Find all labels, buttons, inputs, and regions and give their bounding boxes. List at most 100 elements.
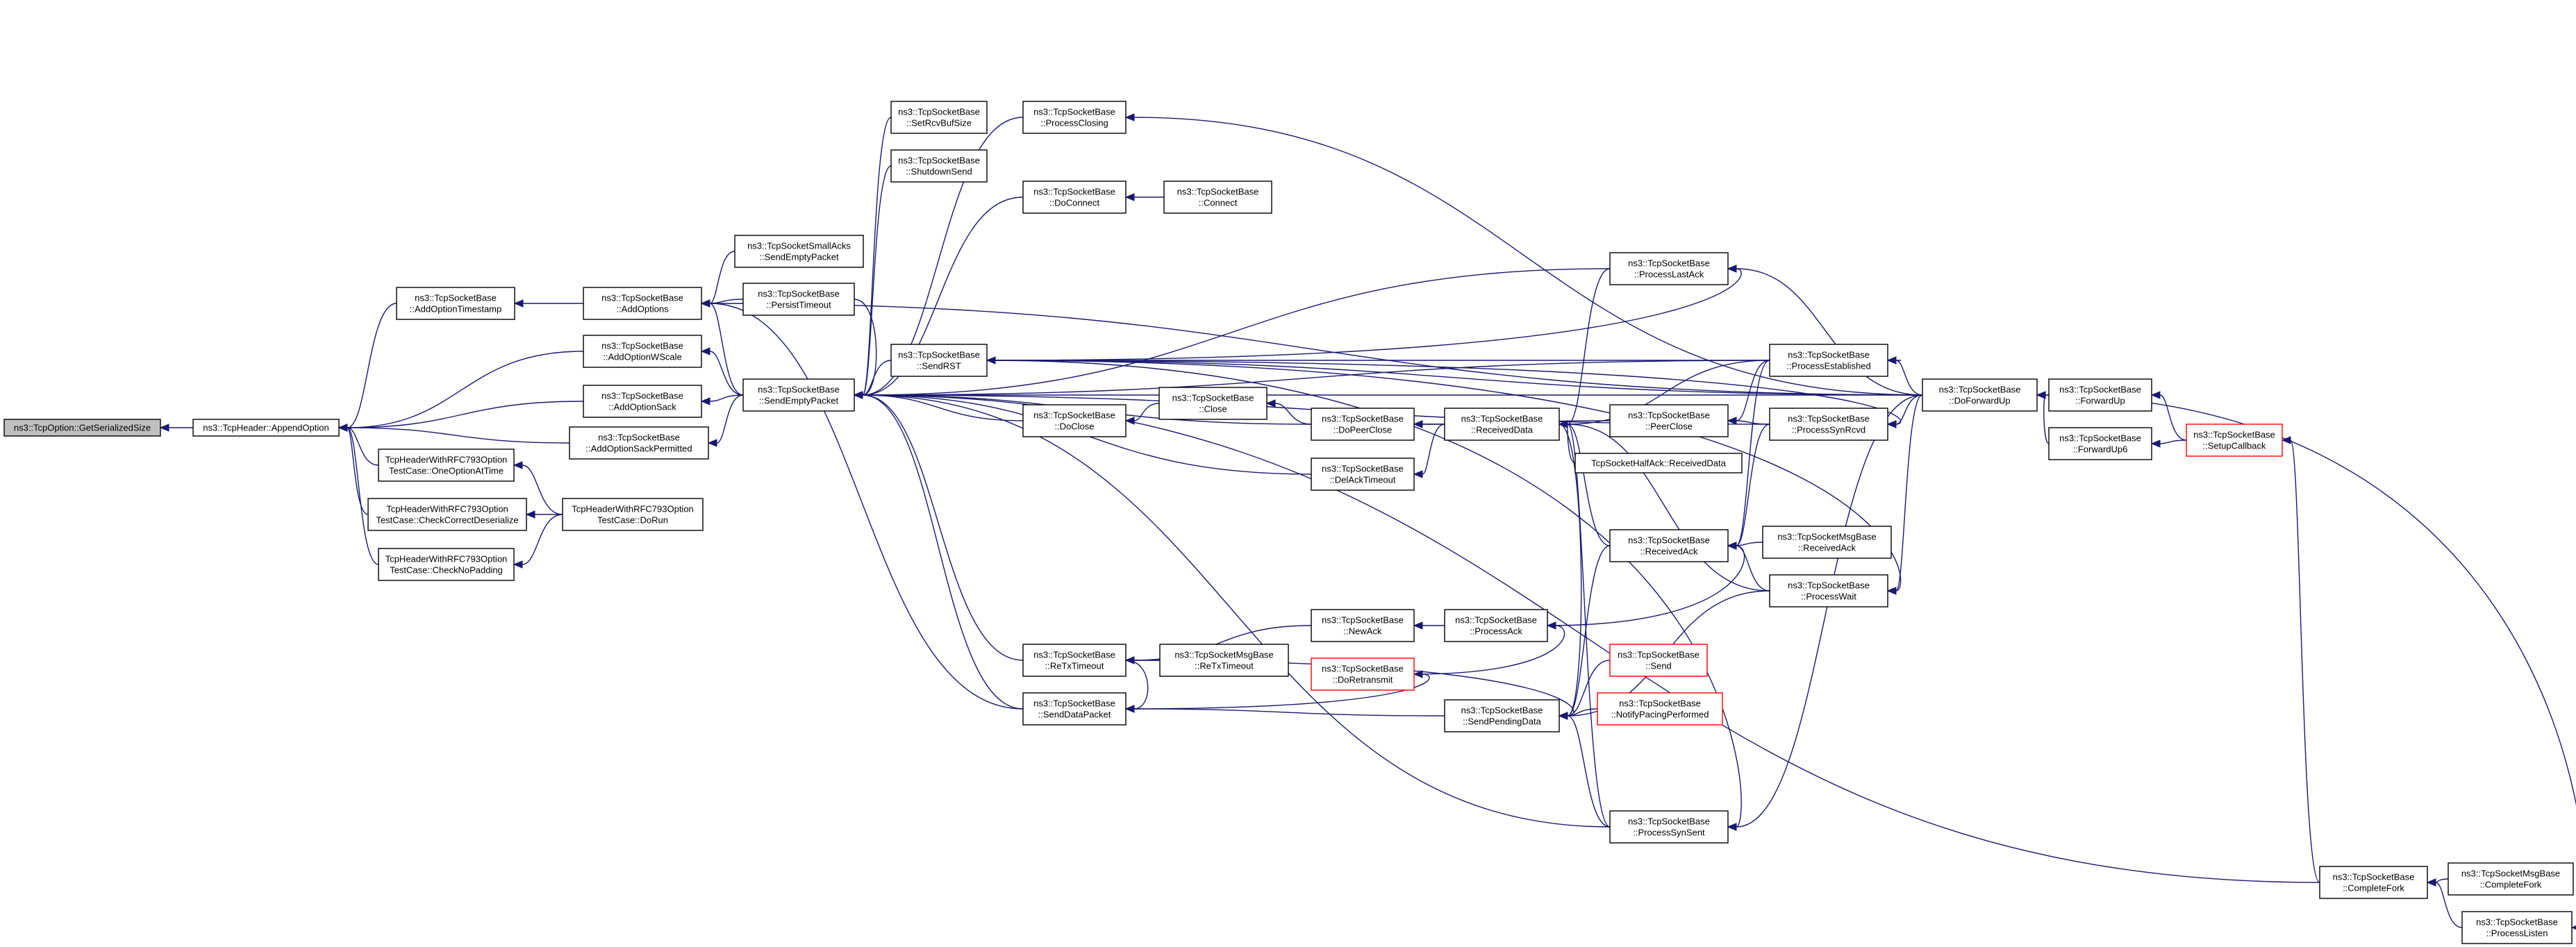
- function-node-psynsent[interactable]: ns3::TcpSocketBase::ProcessSynSent: [1609, 810, 1729, 844]
- call-edge: [700, 251, 736, 308]
- function-node-oneopt[interactable]: TcpHeaderWithRFC793OptionTestCase::OneOp…: [378, 449, 515, 482]
- function-node-msgrecvack[interactable]: ns3::TcpSocketMsgBase::ReceivedAck: [1762, 526, 1892, 559]
- function-node-sendempty[interactable]: ns3::TcpSocketBase::SendEmptyPacket: [742, 378, 855, 412]
- function-node-send[interactable]: ns3::TcpSocketBase::Send: [1609, 644, 1708, 677]
- call-edge: [338, 424, 379, 565]
- call-edge: [1265, 399, 1312, 425]
- node-box: [890, 149, 988, 183]
- function-node-addsackp[interactable]: ns3::TcpSocketBase::AddOptionSackPermitt…: [569, 426, 709, 460]
- function-node-checknp[interactable]: TcpHeaderWithRFC793OptionTestCase::Check…: [378, 548, 515, 581]
- node-label: TestCase::DoRun: [597, 515, 668, 526]
- function-node-doconnect[interactable]: ns3::TcpSocketBase::DoConnect: [1022, 181, 1127, 214]
- node-label: ns3::TcpSocketBase: [1618, 650, 1700, 660]
- function-node-msgretx[interactable]: ns3::TcpSocketMsgBase::ReTxTimeout: [1159, 644, 1289, 677]
- function-node-close[interactable]: ns3::TcpSocketBase::Close: [1158, 387, 1268, 420]
- call-edge: [1125, 670, 1430, 710]
- node-box: [890, 344, 988, 377]
- node-box: [192, 419, 340, 437]
- function-node-retx[interactable]: ns3::TcpSocketBase::ReTxTimeout: [1022, 644, 1127, 677]
- node-label: TcpHeaderWithRFC793Option: [385, 455, 508, 465]
- node-label: ::ShutdownSend: [906, 167, 972, 177]
- function-node-peerclose[interactable]: ns3::TcpSocketBase::PeerClose: [1609, 404, 1729, 437]
- call-edge: [1727, 394, 1923, 831]
- function-node-shutdown[interactable]: ns3::TcpSocketBase::ShutdownSend: [890, 149, 988, 183]
- function-node-doclose[interactable]: ns3::TcpSocketBase::DoClose: [1022, 404, 1127, 437]
- function-node-connect[interactable]: ns3::TcpSocketBase::Connect: [1163, 181, 1272, 214]
- function-node-append[interactable]: ns3::TcpHeader::AppendOption: [192, 419, 340, 437]
- call-edge: [1547, 542, 1745, 626]
- function-node-doforward[interactable]: ns3::TcpSocketBase::DoForwardUp: [1922, 378, 2038, 412]
- node-box: [2186, 424, 2283, 457]
- call-edge: [700, 299, 1024, 710]
- function-node-pacing[interactable]: ns3::TcpSocketBase::NotifyPacingPerforme…: [1597, 692, 1723, 726]
- function-node-newack[interactable]: ns3::TcpSocketBase::NewAck: [1311, 609, 1415, 642]
- function-node-addts[interactable]: ns3::TcpSocketBase::AddOptionTimestamp: [396, 287, 515, 320]
- function-node-senddata[interactable]: ns3::TcpSocketBase::SendDataPacket: [1022, 692, 1127, 726]
- function-node-persist[interactable]: ns3::TcpSocketBase::PersistTimeout: [742, 283, 855, 316]
- node-box: [1311, 657, 1415, 691]
- edge-line: [1736, 420, 1770, 425]
- edge-line: [709, 303, 1024, 710]
- node-label: ns3::TcpSocketBase: [2059, 385, 2141, 395]
- node-box: [1022, 692, 1127, 726]
- edge-arrowhead: [1886, 356, 1897, 364]
- function-node-pestab[interactable]: ns3::TcpSocketBase::ProcessEstablished: [1769, 344, 1888, 377]
- function-node-forwardup6[interactable]: ns3::TcpSocketBase::ForwardUp6: [2048, 427, 2152, 460]
- node-label: ::SendPendingData: [1463, 716, 1542, 727]
- node-label: ::SendEmptyPacket: [759, 396, 839, 406]
- call-edge: [513, 461, 563, 515]
- node-box: [1163, 181, 1272, 214]
- node-box: [1311, 458, 1415, 491]
- function-node-smallacks[interactable]: ns3::TcpSocketSmallAcks::SendEmptyPacket: [734, 235, 864, 268]
- function-node-psynrcvd[interactable]: ns3::TcpSocketBase::ProcessSynRcvd: [1769, 408, 1888, 441]
- function-node-sendrst[interactable]: ns3::TcpSocketBase::SendRST: [890, 344, 988, 377]
- edge-line: [1133, 403, 1160, 421]
- function-node-addsack[interactable]: ns3::TcpSocketBase::AddOptionSack: [583, 385, 702, 418]
- function-node-setupcb[interactable]: ns3::TcpSocketBase::SetupCallback: [2186, 424, 2283, 457]
- node-label: ns3::TcpSocketBase: [898, 107, 980, 117]
- function-node-forwardup[interactable]: ns3::TcpSocketBase::ForwardUp: [2048, 378, 2152, 412]
- node-label: ns3::TcpSocketMsgBase: [2461, 869, 2560, 879]
- call-edge: [707, 394, 744, 447]
- function-node-completefork[interactable]: ns3::TcpSocketBase::CompleteFork: [2319, 866, 2428, 899]
- edge-line: [1547, 545, 1745, 626]
- node-box: [583, 287, 702, 320]
- call-edge: [2150, 439, 2187, 448]
- edge-line: [862, 196, 1024, 396]
- edge-line: [1567, 424, 1576, 464]
- function-node-addws[interactable]: ns3::TcpSocketBase::AddOptionWScale: [583, 335, 702, 368]
- function-node-sendpending[interactable]: ns3::TcpSocketBase::SendPendingData: [1444, 699, 1560, 732]
- node-label: ns3::TcpSocketBase: [601, 391, 683, 401]
- edge-line: [986, 360, 1902, 592]
- edge-line: [347, 427, 570, 444]
- call-edge: [986, 265, 1742, 361]
- function-node-pclosing[interactable]: ns3::TcpSocketBase::ProcessClosing: [1022, 101, 1127, 134]
- call-edge: [2036, 391, 2050, 444]
- function-node-halfack[interactable]: TcpSocketHalfAck::ReceivedData: [1574, 453, 1743, 474]
- node-label: ns3::TcpSocketMsgBase: [1174, 650, 1273, 660]
- function-node-msgcompletefork[interactable]: ns3::TcpSocketMsgBase::CompleteFork: [2448, 862, 2574, 896]
- function-node-dopeerclose[interactable]: ns3::TcpSocketBase::DoPeerClose: [1311, 408, 1415, 441]
- edge-line: [2159, 394, 2187, 441]
- function-node-recvack[interactable]: ns3::TcpSocketBase::ReceivedAck: [1609, 529, 1729, 562]
- function-node-checkdes[interactable]: TcpHeaderWithRFC793OptionTestCase::Check…: [367, 498, 527, 531]
- function-node-gss[interactable]: ns3::TcpOption::GetSerializedSize: [3, 419, 161, 437]
- node-box: [1444, 699, 1560, 732]
- function-node-setrcvbuf[interactable]: ns3::TcpSocketBase::SetRcvBufSize: [890, 101, 988, 134]
- function-node-doretx[interactable]: ns3::TcpSocketBase::DoRetransmit: [1311, 657, 1415, 691]
- edge-arrowhead: [1413, 621, 1423, 630]
- call-edge: [853, 299, 877, 399]
- function-node-pack[interactable]: ns3::TcpSocketBase::ProcessAck: [1444, 609, 1548, 642]
- function-node-recvdata[interactable]: ns3::TcpSocketBase::ReceivedData: [1444, 408, 1560, 441]
- edge-line: [1895, 394, 1923, 425]
- function-node-plisten[interactable]: ns3::TcpSocketBase::ProcessListen: [2461, 911, 2573, 944]
- function-node-addopts[interactable]: ns3::TcpSocketBase::AddOptions: [583, 287, 702, 320]
- edge-line: [1567, 268, 1611, 425]
- function-node-pwait[interactable]: ns3::TcpSocketBase::ProcessWait: [1769, 574, 1888, 607]
- edge-arrowhead: [159, 424, 169, 432]
- function-node-delack[interactable]: ns3::TcpSocketBase::DelAckTimeout: [1311, 458, 1415, 491]
- function-node-plastack[interactable]: ns3::TcpSocketBase::ProcessLastAck: [1609, 252, 1729, 285]
- node-label: ::ProcessLastAck: [1634, 269, 1704, 280]
- node-box: [1311, 408, 1415, 441]
